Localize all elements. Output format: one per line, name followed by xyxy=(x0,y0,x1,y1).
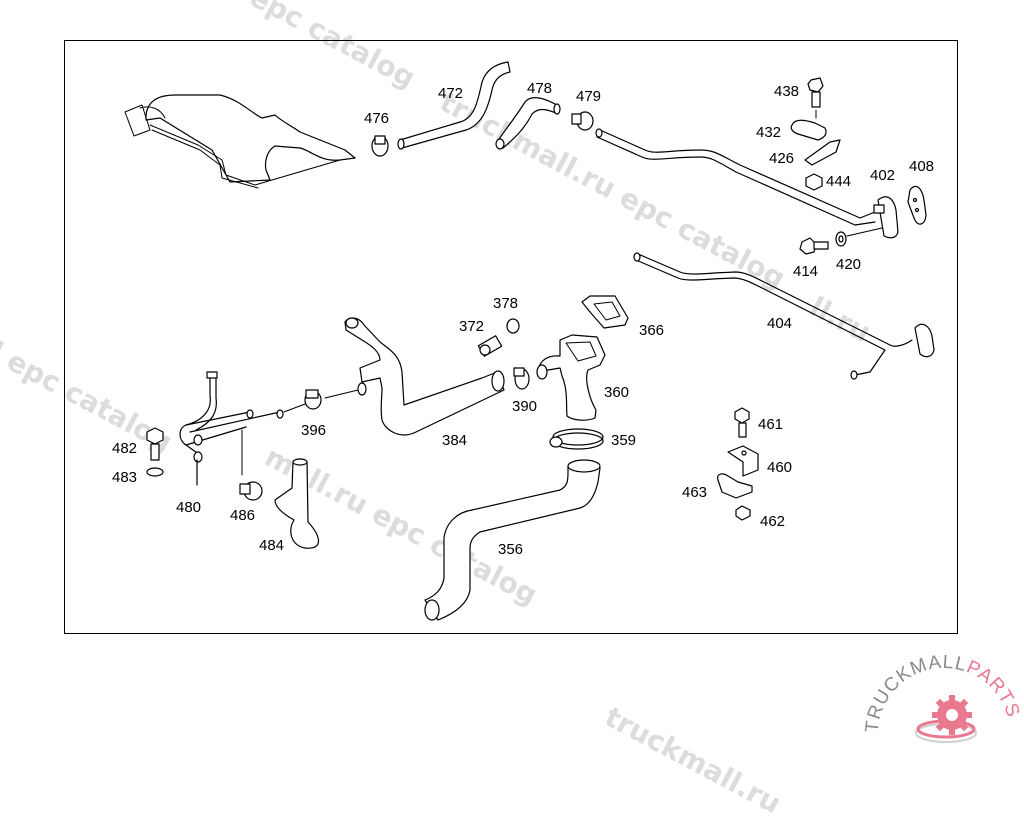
callout-484[interactable]: 484 xyxy=(259,537,285,554)
plug-378[interactable] xyxy=(506,318,520,334)
washer-483[interactable] xyxy=(146,467,164,477)
hose-478[interactable] xyxy=(495,97,561,150)
callout-359[interactable]: 359 xyxy=(611,432,637,449)
callout-378[interactable]: 378 xyxy=(493,295,519,312)
diagram-frame xyxy=(64,40,958,634)
logo-brand-part2: PARTS xyxy=(963,657,1020,721)
gasket-408[interactable] xyxy=(907,185,927,225)
callout-462[interactable]: 462 xyxy=(760,513,786,530)
leader-line xyxy=(200,455,243,490)
clamp-432[interactable] xyxy=(790,119,827,141)
callout-432[interactable]: 432 xyxy=(756,124,782,141)
callout-360[interactable]: 360 xyxy=(604,384,630,401)
callout-472[interactable]: 472 xyxy=(438,85,464,102)
callout-408[interactable]: 408 xyxy=(909,158,935,175)
callout-463[interactable]: 463 xyxy=(682,484,708,501)
bolt-482[interactable] xyxy=(146,427,164,461)
hose-clamp-479[interactable] xyxy=(571,111,594,131)
callout-478[interactable]: 478 xyxy=(527,80,553,97)
coolant-pipe-upper[interactable] xyxy=(595,128,876,226)
callout-444[interactable]: 444 xyxy=(826,173,852,190)
hose-clamp-390[interactable] xyxy=(513,367,530,390)
callout-426[interactable]: 426 xyxy=(769,150,795,167)
callout-420[interactable]: 420 xyxy=(836,256,862,273)
coolant-pipe-404[interactable] xyxy=(633,252,935,380)
bracket-460[interactable] xyxy=(727,445,759,477)
nut-444[interactable] xyxy=(805,173,823,191)
hose-384[interactable] xyxy=(344,317,505,436)
gasket-366[interactable] xyxy=(581,295,629,329)
callout-404[interactable]: 404 xyxy=(767,315,793,332)
nut-462[interactable] xyxy=(735,505,751,521)
bracket-426[interactable] xyxy=(804,139,841,166)
hose-clamp-476[interactable] xyxy=(371,135,389,157)
truckmallparts-logo: TRUCKMALLPARTS xyxy=(862,655,1020,743)
coolant-pipe-480[interactable] xyxy=(179,371,284,486)
callout-482[interactable]: 482 xyxy=(112,440,138,457)
bolt-414[interactable] xyxy=(799,237,829,255)
bolt-438[interactable] xyxy=(807,77,824,108)
hose-clamp-486[interactable] xyxy=(239,481,263,501)
fitting-372[interactable] xyxy=(477,335,503,357)
hose-484[interactable] xyxy=(274,458,320,549)
hose-356[interactable] xyxy=(424,459,601,621)
flange-402[interactable] xyxy=(873,196,899,239)
callout-483[interactable]: 483 xyxy=(112,469,138,486)
callout-390[interactable]: 390 xyxy=(512,398,538,415)
callout-414[interactable]: 414 xyxy=(793,263,819,280)
callout-396[interactable]: 396 xyxy=(301,422,327,439)
expansion-tank[interactable] xyxy=(124,94,356,189)
thermostat-housing-360[interactable] xyxy=(536,334,606,421)
bolt-461[interactable] xyxy=(734,407,750,438)
clip-463[interactable] xyxy=(717,473,753,499)
callout-384[interactable]: 384 xyxy=(442,432,468,449)
parts-line-art xyxy=(124,61,935,621)
callout-402[interactable]: 402 xyxy=(870,167,896,184)
gear-icon xyxy=(915,695,977,743)
callout-461[interactable]: 461 xyxy=(758,416,784,433)
callout-479[interactable]: 479 xyxy=(576,88,602,105)
callout-486[interactable]: 486 xyxy=(230,507,256,524)
callout-372[interactable]: 372 xyxy=(459,318,485,335)
callout-480[interactable]: 480 xyxy=(176,499,202,516)
hose-clamp-396[interactable] xyxy=(304,389,322,410)
callout-476[interactable]: 476 xyxy=(364,110,390,127)
callout-460[interactable]: 460 xyxy=(767,459,793,476)
hose-472[interactable] xyxy=(397,61,511,150)
hose-clamp-359[interactable] xyxy=(549,428,604,450)
callout-356[interactable]: 356 xyxy=(498,541,524,558)
washer-420[interactable] xyxy=(835,231,847,247)
callout-438[interactable]: 438 xyxy=(774,83,800,100)
callout-366[interactable]: 366 xyxy=(639,322,665,339)
